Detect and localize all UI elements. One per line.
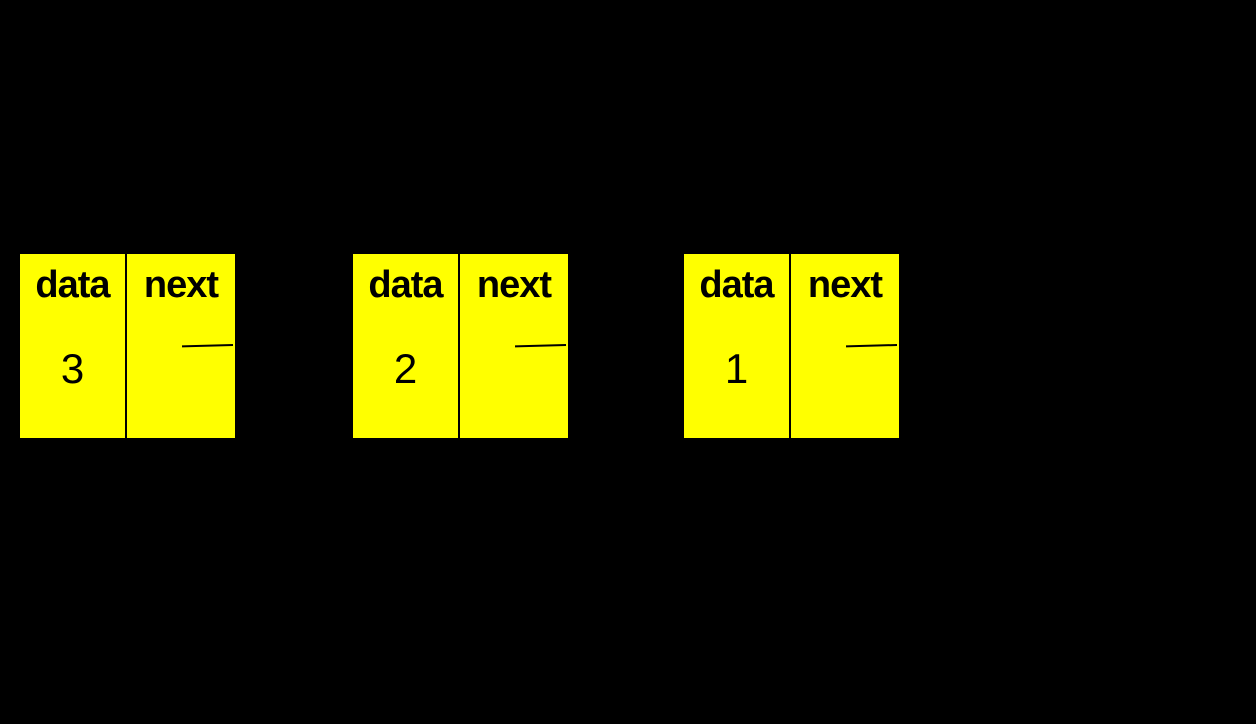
node-3-data-header-label: data	[699, 264, 774, 306]
node-3-value: 1	[724, 345, 749, 392]
node-2-next-cell: next	[460, 254, 568, 438]
node-2-next-pointer-line	[514, 344, 567, 348]
node-2-next-header-label: next	[476, 264, 552, 306]
node-2-data-header-label: data	[368, 264, 443, 306]
linked-list-node-2: data 2 next	[353, 254, 568, 438]
node-1-next-pointer-line	[181, 344, 234, 348]
node-1-data-cell: data 3	[20, 254, 127, 438]
node-1-next-header-label: next	[143, 264, 219, 306]
node-1-next-cell: next	[127, 254, 235, 438]
node-1-value: 3	[60, 345, 85, 392]
node-2-value: 2	[393, 345, 418, 392]
node-3-next-pointer-line	[845, 344, 898, 348]
node-3-next-header-label: next	[807, 264, 883, 306]
node-2-data-cell: data 2	[353, 254, 460, 438]
linked-list-node-3: data 1 next	[684, 254, 899, 438]
node-1-data-header-label: data	[35, 264, 110, 306]
node-3-next-cell: next	[791, 254, 899, 438]
node-3-data-cell: data 1	[684, 254, 791, 438]
linked-list-node-1: data 3 next	[20, 254, 235, 438]
